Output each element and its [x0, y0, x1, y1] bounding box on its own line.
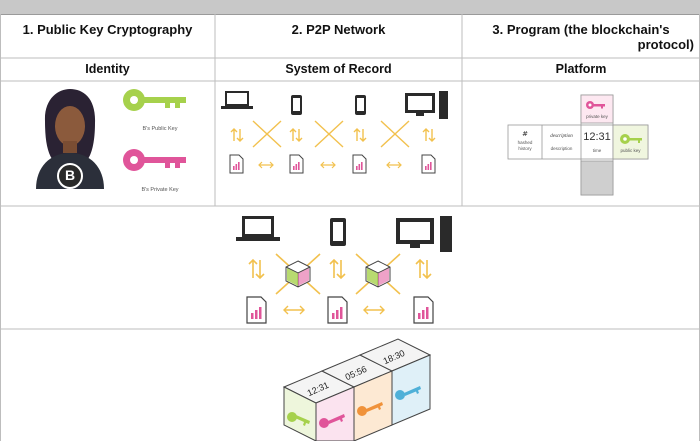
phone-icon-2: [355, 95, 366, 115]
description-script: description: [550, 134, 573, 139]
private-key-icon: [123, 149, 186, 171]
block-cube-icon-1: [285, 260, 311, 288]
block-cube-icon-2: [365, 260, 391, 288]
avatar-letter: B: [64, 167, 76, 183]
p2p-network-illustration: [221, 91, 448, 174]
platform-time-label: time: [592, 148, 602, 153]
network-phone-icon: [330, 218, 346, 246]
phone-icon-1: [291, 95, 302, 115]
col1-subheader: Identity: [85, 62, 130, 76]
col2-header: 2. P2P Network: [291, 22, 386, 37]
chain-blue-key-icon: [395, 386, 421, 400]
platform-public-key-label: public key: [620, 148, 641, 153]
chain-pink-key-icon: [319, 414, 345, 428]
horizontal-arrows: [258, 161, 402, 169]
public-key-icon: [123, 89, 186, 111]
platform-time-value: 12:31: [583, 131, 611, 143]
avatar-letter-badge: [57, 163, 83, 189]
desktop-icon: [405, 91, 448, 119]
hash-label-line1: hashed: [517, 140, 533, 145]
platform-illustration: [507, 94, 649, 196]
platform-private-key-label: private key: [586, 114, 608, 119]
private-key-label: B's Private Key: [141, 187, 179, 193]
col2-subheader: System of Record: [285, 62, 392, 76]
network-doc-icon-3: [413, 296, 434, 324]
network-desktop-icon: [396, 216, 452, 252]
col3-header: 3. Program (the blockchain's protocol): [462, 22, 700, 52]
ledger-doc-icon-4: [421, 154, 436, 174]
col3-header-line1: 3. Program (the blockchain's: [492, 22, 670, 37]
network-horizontal-arrows: [283, 305, 385, 315]
ledger-doc-icon-3: [352, 154, 367, 174]
ledger-doc-icon-2: [289, 154, 304, 174]
chain-green-key-icon: [287, 412, 310, 426]
network-doc-icon-1: [246, 296, 267, 324]
network-vertical-arrows: [248, 258, 432, 280]
public-key-label: B's Public Key: [142, 126, 178, 132]
vertical-arrows: [230, 128, 436, 142]
description-label: description: [550, 146, 573, 151]
top-band: [0, 0, 700, 15]
person-avatar: [36, 89, 104, 189]
col3-subheader: Platform: [555, 62, 607, 76]
blockchain-network-illustration: [236, 216, 452, 324]
platform-private-key-icon: [586, 101, 605, 109]
hash-symbol: #: [522, 130, 528, 138]
col3-header-line2: protocol): [637, 37, 694, 52]
network-doc-icon-2: [327, 296, 348, 324]
platform-public-key-icon: [620, 134, 642, 144]
col1-header: 1. Public Key Cryptography: [22, 22, 193, 37]
block-chain-illustration: [282, 338, 432, 441]
ledger-doc-icon-1: [229, 154, 244, 174]
chain-orange-key-icon: [357, 402, 383, 416]
identity-illustration: [36, 89, 186, 189]
hash-label-line2: history: [518, 146, 532, 151]
laptop-icon: [221, 91, 253, 109]
network-laptop-icon: [236, 216, 280, 241]
cross-arrows: [252, 120, 410, 148]
